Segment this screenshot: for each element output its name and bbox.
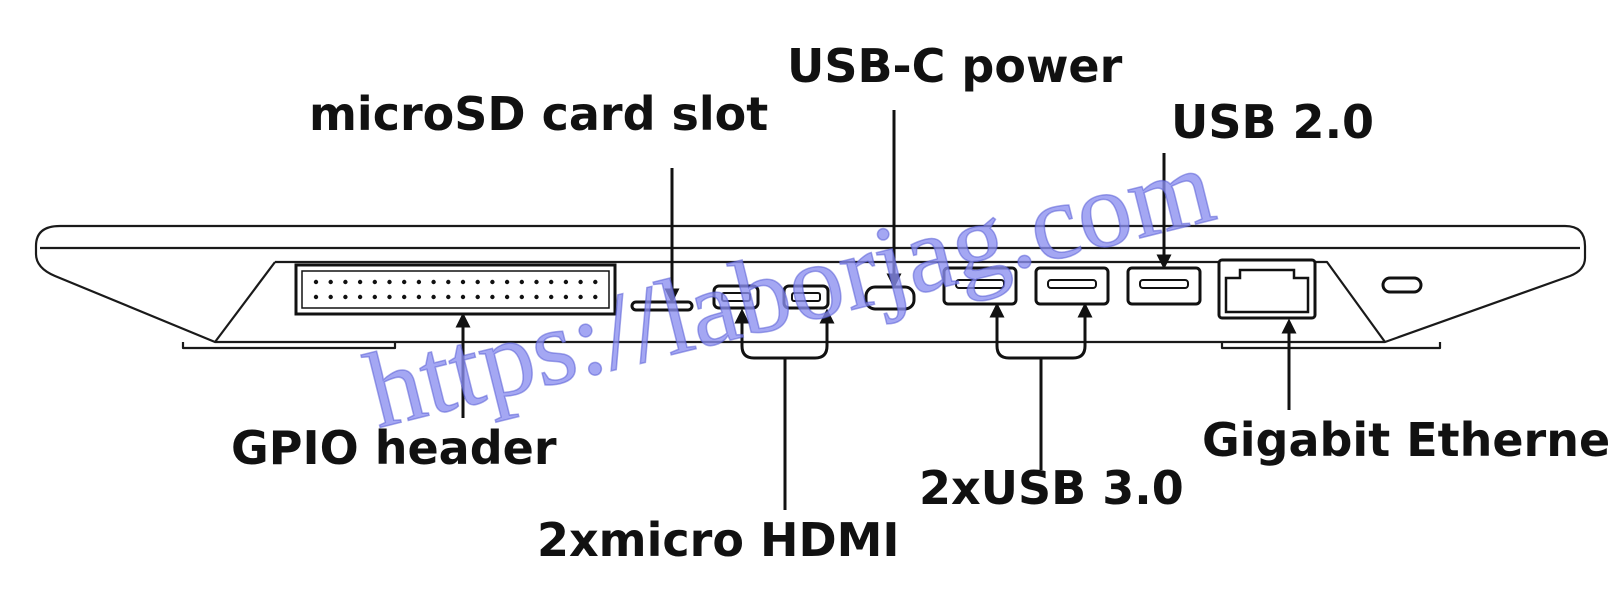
hdmi-bracket — [740, 320, 829, 360]
gpio-pin — [387, 294, 392, 300]
micro-hdmi-port-2 — [782, 284, 830, 310]
gpio-pin — [460, 279, 466, 285]
gpio-pin — [431, 294, 436, 300]
usb3-port-1 — [942, 266, 1018, 306]
gpio-pin — [563, 294, 569, 300]
gpio-pin — [343, 279, 348, 285]
gpio-pin — [372, 294, 377, 300]
gpio-pin — [328, 294, 333, 300]
gpio-pin — [519, 294, 524, 300]
gpio-pin — [387, 279, 392, 285]
gpio-pin — [475, 279, 480, 285]
leader-lines — [455, 110, 1297, 510]
gpio-pin — [534, 294, 539, 300]
gpio-pin — [578, 294, 583, 300]
gpio-pins — [313, 279, 598, 300]
device-body — [34, 224, 1587, 350]
label-micro-hdmi: 2xmicro HDMI — [537, 513, 900, 567]
gpio-pin — [416, 294, 422, 300]
gpio-pin — [534, 279, 539, 285]
gpio-pin — [446, 279, 451, 285]
gpio-pin — [490, 294, 495, 300]
gpio-pin — [460, 294, 466, 300]
label-gigabit-ethernet: Gigabit Ethernet — [1202, 413, 1608, 467]
microsd-slot — [630, 300, 694, 312]
gpio-pin — [357, 279, 363, 285]
gpio-pin — [504, 294, 510, 300]
gpio-pin — [416, 279, 422, 285]
label-microsd: microSD card slot — [309, 87, 768, 141]
gpio-pin — [402, 279, 407, 285]
gpio-pin — [549, 279, 554, 285]
ethernet-port — [1217, 258, 1317, 320]
usb3-port-2 — [1034, 266, 1110, 306]
gpio-pin — [357, 294, 363, 300]
gpio-pin — [593, 279, 598, 285]
gpio-pin — [563, 279, 569, 285]
usb2-port — [1126, 266, 1202, 306]
gpio-pin — [313, 279, 319, 285]
indicator-slot — [1381, 276, 1423, 294]
usb3-bracket — [995, 316, 1087, 360]
gpio-pin — [313, 294, 319, 300]
gpio-pin — [490, 279, 495, 285]
gpio-pin — [446, 294, 451, 300]
gpio-pin — [578, 279, 583, 285]
gpio-pin — [402, 294, 407, 300]
label-usb3: 2xUSB 3.0 — [919, 461, 1184, 515]
gpio-pin — [372, 279, 377, 285]
gpio-pin — [328, 279, 333, 285]
gpio-pin — [475, 294, 480, 300]
gpio-pin — [431, 279, 436, 285]
gpio-pin — [519, 279, 524, 285]
label-usb-c-power: USB-C power — [787, 39, 1123, 93]
micro-hdmi-port-1 — [712, 284, 760, 310]
gpio-pin — [504, 279, 510, 285]
gpio-pin — [549, 294, 554, 300]
gpio-pin — [593, 294, 598, 300]
gpio-pin — [343, 294, 348, 300]
label-gpio-header: GPIO header — [231, 421, 557, 475]
label-usb2: USB 2.0 — [1171, 95, 1374, 149]
